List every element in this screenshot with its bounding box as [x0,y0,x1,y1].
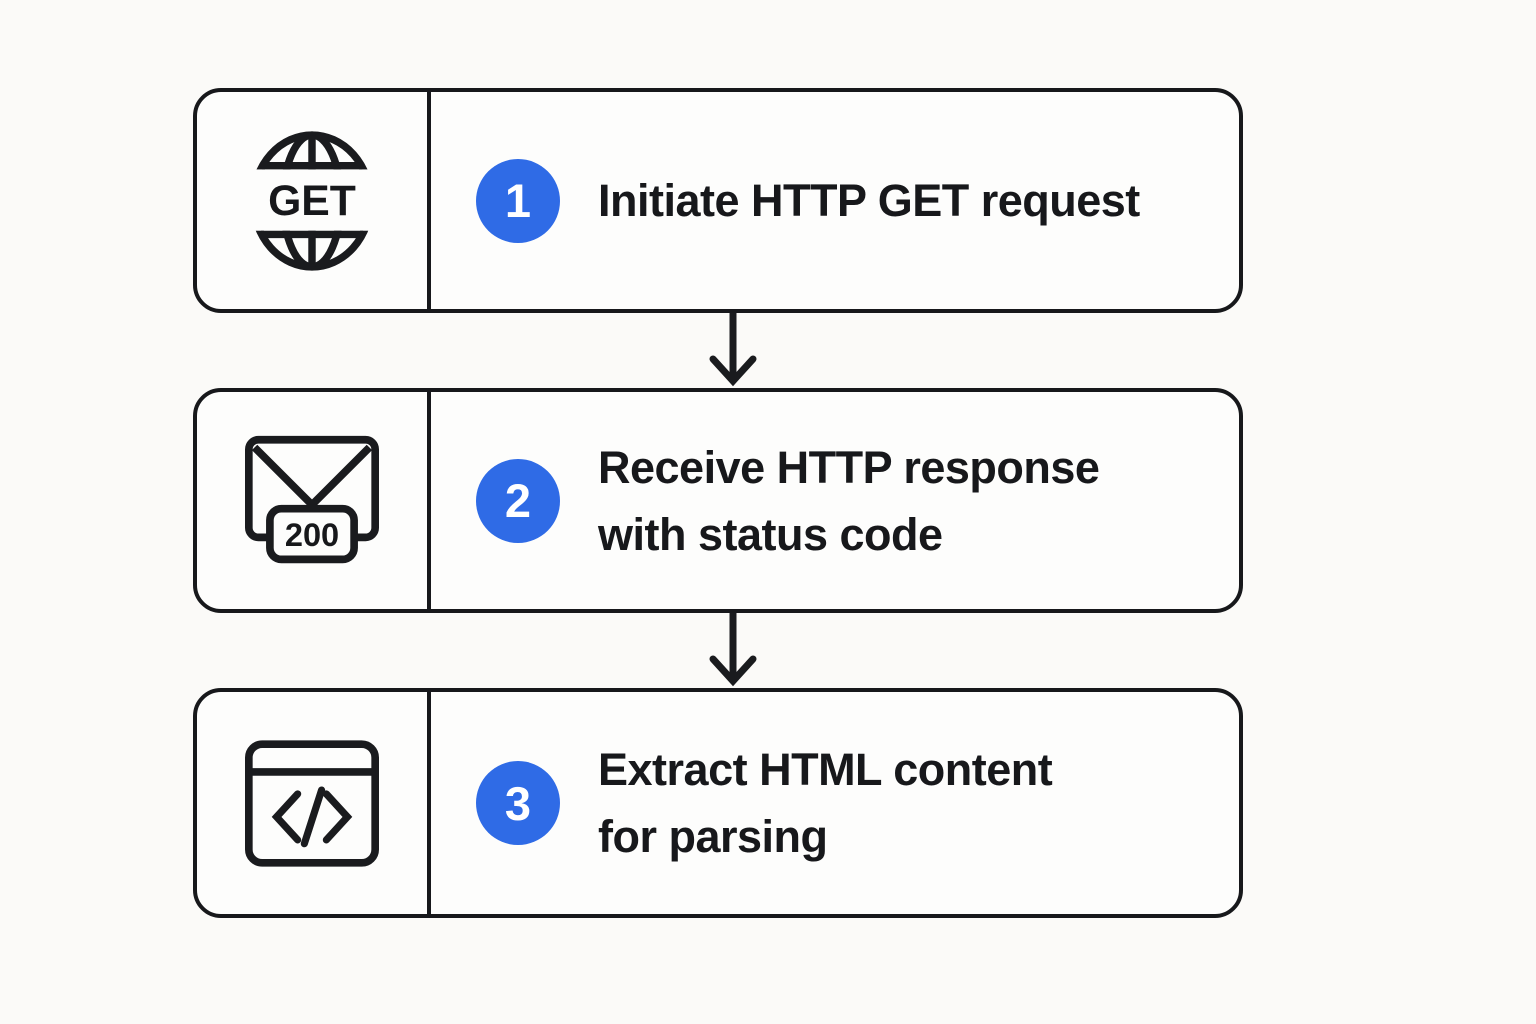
step-1-label-line-1: Initiate HTTP GET request [598,175,1140,226]
step-2-label-line-2: with status code [598,508,943,560]
step-1-label: Initiate HTTP GET request [598,167,1140,234]
step-1-content: 1 Initiate HTTP GET request [431,92,1239,309]
step-2-content: 2 Receive HTTP response with status code [431,392,1239,609]
status-code-label: 200 [285,516,339,552]
step-2-number-badge: 2 [476,458,560,543]
step-1-icon-cell: GET [197,92,431,309]
globe-get-icon: GET [247,130,377,271]
step-2-label: Receive HTTP response with status code [598,434,1100,568]
step-3-label-line-1: Extract HTML content [598,744,1053,795]
envelope-status-icon: 200 [245,435,379,563]
step-box-1: GET 1 Initiate HTTP GET request [193,88,1243,313]
step-3-number-badge: 3 [476,761,560,845]
flow-arrow-1-wrap [193,313,1243,388]
flow-arrow-2-wrap [193,613,1243,688]
code-window-icon [245,739,379,867]
step-3-label-line-2: for parsing [598,811,828,862]
step-1-number-badge: 1 [476,158,560,243]
flow-column: GET 1 Initiate HTTP GET request [193,88,1243,918]
step-3-content: 3 Extract HTML content for parsing [431,692,1239,914]
globe-get-label: GET [268,176,356,224]
down-arrow-icon [709,313,757,387]
step-box-2: 200 2 Receive HTTP response with status … [193,388,1243,613]
step-3-label: Extract HTML content for parsing [598,736,1053,870]
down-arrow-icon [709,613,757,687]
step-3-icon-cell [197,692,431,914]
step-box-3: 3 Extract HTML content for parsing [193,688,1243,918]
step-2-icon-cell: 200 [197,392,431,609]
step-2-label-line-1: Receive HTTP response [598,441,1100,493]
code-glyph [271,786,353,847]
